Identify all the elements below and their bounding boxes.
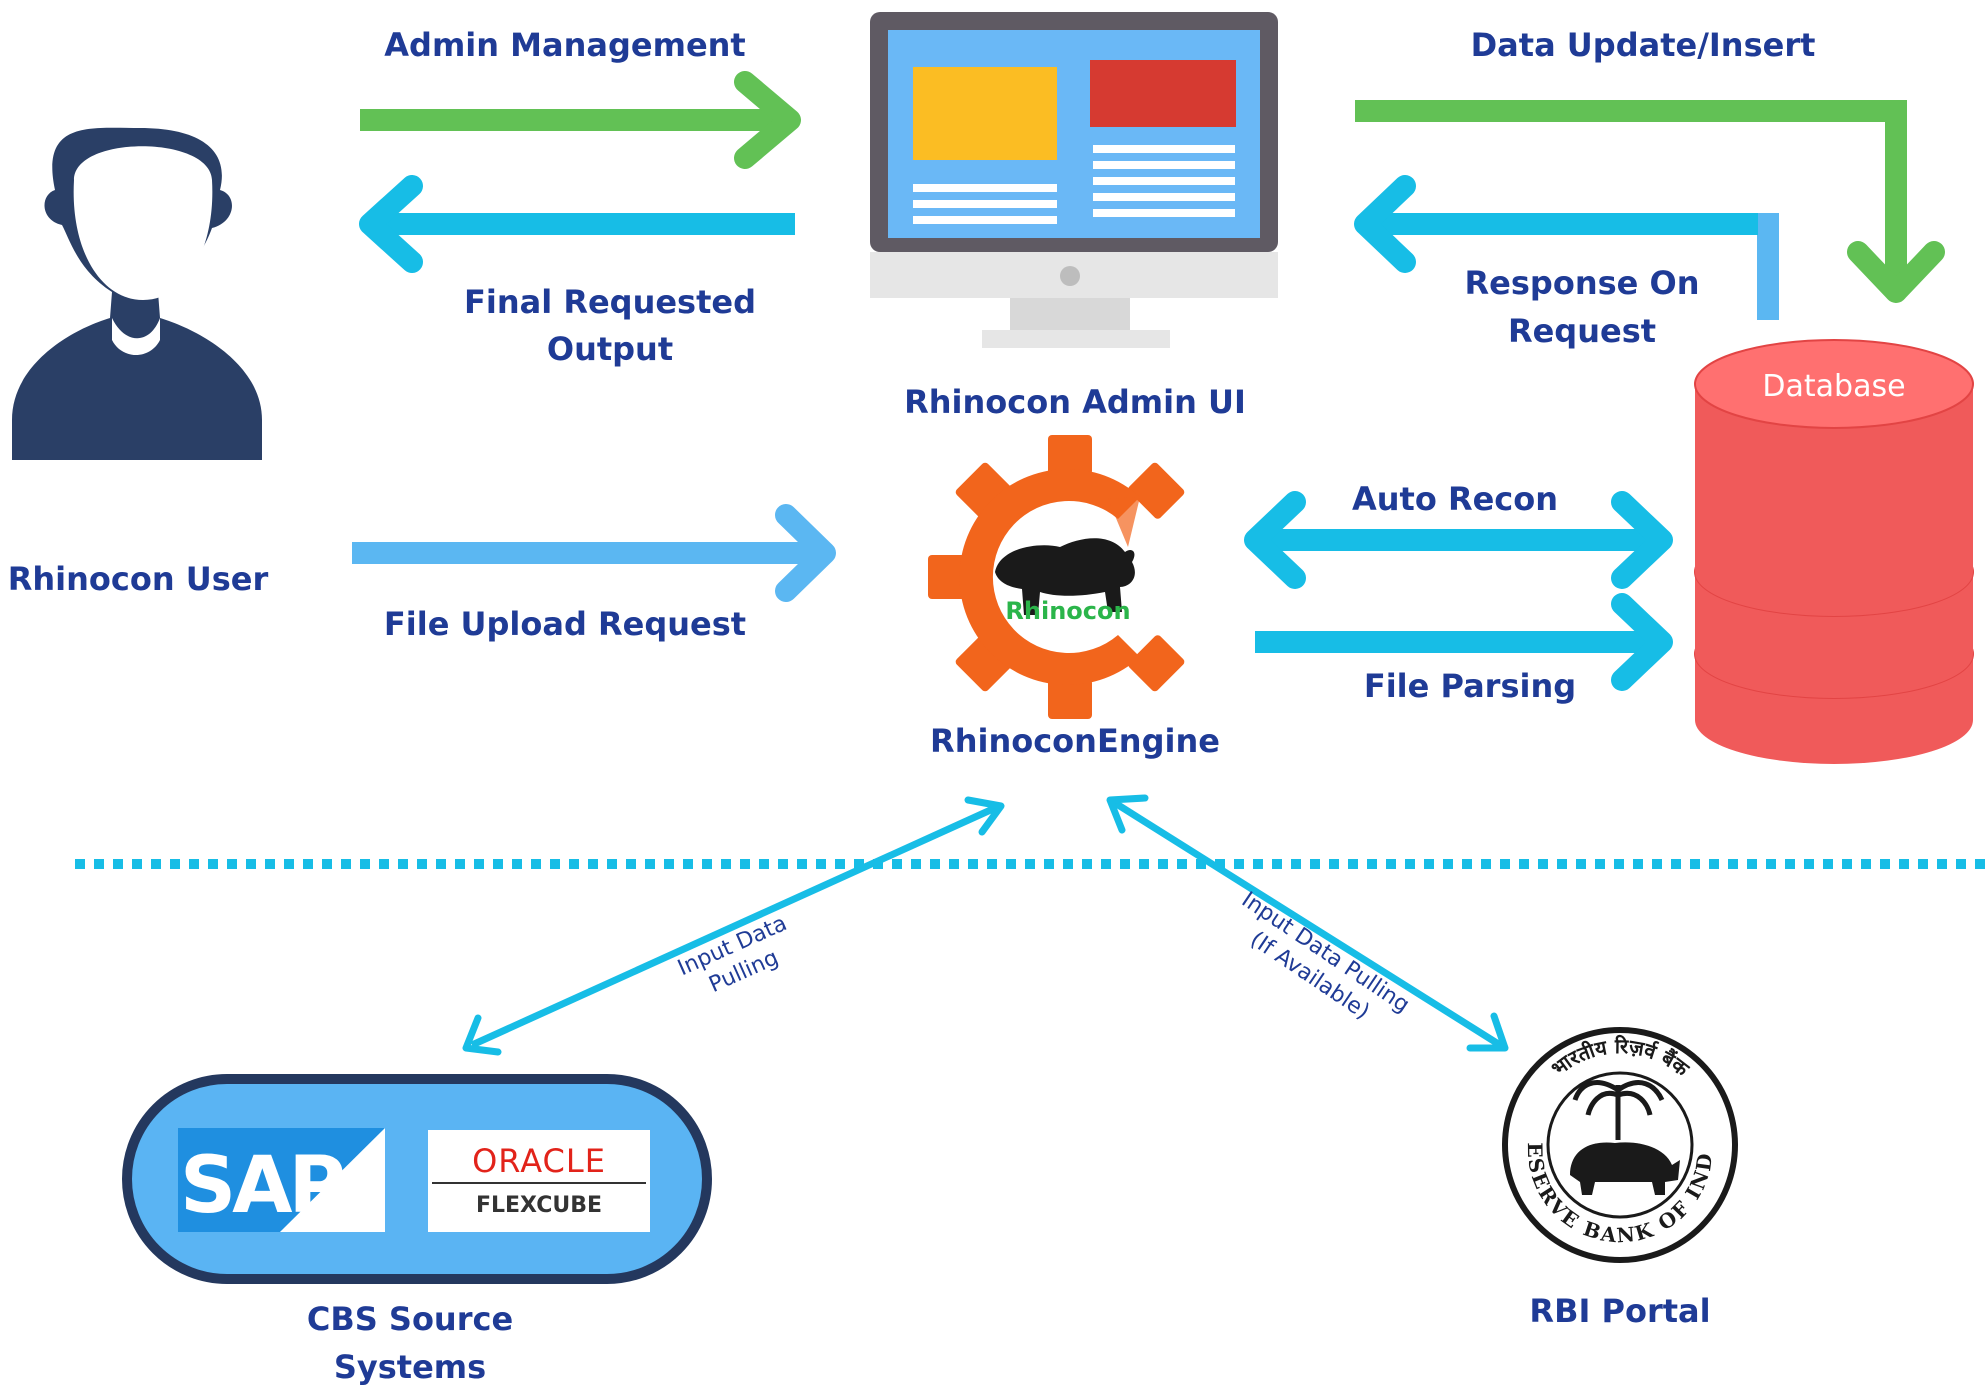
input-pull-arrow-left: [462, 796, 1005, 1056]
sap-logo: SAP: [178, 1128, 385, 1232]
file-parsing-label: File Parsing: [1364, 667, 1576, 705]
admin-management-label: Admin Management: [384, 26, 745, 64]
cbs-label-1: CBS Source: [307, 1300, 513, 1338]
auto-recon-label: Auto Recon: [1352, 480, 1558, 518]
final-requested-label-2: Output: [547, 330, 673, 368]
svg-text:RESERVE BANK OF INDIA: RESERVE BANK OF INDIA: [0, 0, 1715, 1247]
database-label: Database: [1762, 369, 1905, 404]
cylinder-database-icon: [1694, 339, 1974, 764]
data-update-label: Data Update/Insert: [1471, 26, 1816, 64]
response-label-2: Request: [1508, 312, 1656, 350]
sap-logo-text: SAP: [180, 1141, 343, 1231]
admin-management-arrow: [360, 71, 801, 169]
engine-logo-text: Rhinocon: [1005, 597, 1130, 625]
input-pull-arrow-right: [1106, 794, 1509, 1052]
file-upload-label: File Upload Request: [384, 605, 746, 643]
flexcube-logo-text: FLEXCUBE: [476, 1193, 602, 1218]
user-icon: [12, 127, 262, 461]
admin-ui-label: Rhinocon Admin UI: [904, 383, 1246, 421]
oracle-flexcube-logo: ORACLE FLEXCUBE: [428, 1130, 650, 1232]
rbi-seal-text: RESERVE BANK OF INDIA: [0, 0, 1715, 1247]
gear-icon: Rhinocon: [928, 435, 1185, 719]
oracle-logo-text: ORACLE: [472, 1142, 606, 1180]
rbi-portal-label: RBI Portal: [1529, 1292, 1710, 1330]
cbs-label-2: Systems: [334, 1348, 486, 1386]
final-requested-label-1: Final Requested: [464, 283, 756, 321]
rbi-seal-icon: RESERVE BANK OF INDIA भारतीय रिज़र्व बैं…: [0, 0, 1738, 1263]
rhinocon-user-label: Rhinocon User: [8, 560, 269, 598]
engine-label: RhinoconEngine: [930, 722, 1220, 760]
cbs-systems-box: SAP ORACLE FLEXCUBE: [122, 1074, 712, 1284]
rhino-logo-icon: [995, 538, 1135, 615]
response-label-1: Response On: [1465, 264, 1700, 302]
file-parsing-arrow: [1255, 593, 1673, 691]
file-upload-arrow: [352, 504, 836, 602]
final-output-arrow: [359, 175, 795, 273]
desktop-monitor-icon: [870, 12, 1278, 348]
data-update-arrow: [1355, 100, 1945, 303]
response-arrow: [1354, 175, 1779, 320]
auto-recon-arrow: [1244, 491, 1673, 589]
